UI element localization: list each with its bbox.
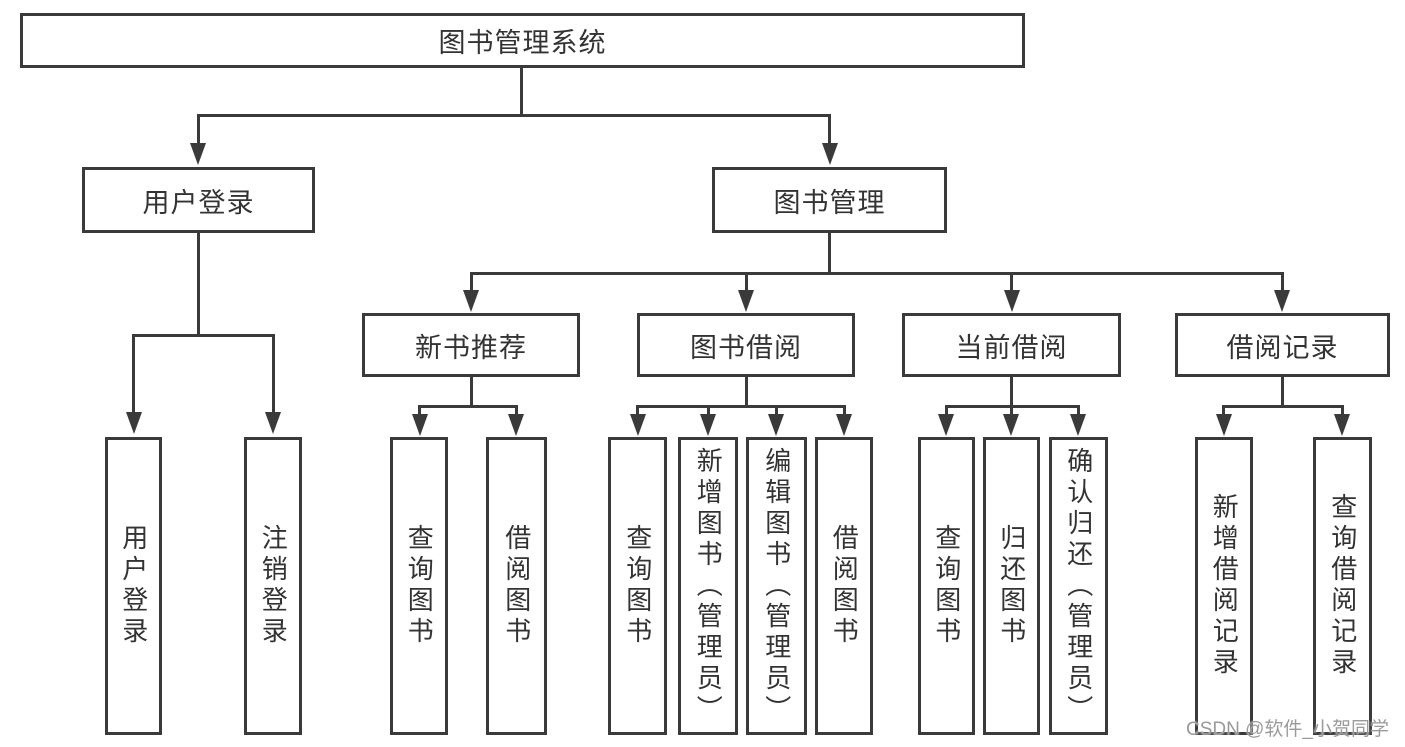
node-label: 查询借阅记录 xyxy=(1327,493,1358,679)
node-label: 注销登录 xyxy=(258,524,289,648)
node-user-login: 用户登录 xyxy=(82,167,315,233)
arrow-down-icon xyxy=(190,143,206,165)
connector-line-vertical xyxy=(520,68,523,116)
leaf-query-books: 查询图书 xyxy=(390,437,448,735)
arrow-shaft xyxy=(828,114,831,145)
arrow-shaft xyxy=(272,334,275,414)
arrow-down-icon xyxy=(463,290,479,312)
arrow-shaft xyxy=(775,405,778,416)
connector-line-horizontal xyxy=(1222,405,1343,408)
arrow-shaft xyxy=(745,272,748,292)
node-label: 用户登录 xyxy=(142,187,255,218)
arrow-shaft xyxy=(1010,405,1013,416)
node-label: 新增借阅记录 xyxy=(1209,493,1240,679)
leaf-add-books-admin: 新增图书（管理员） xyxy=(678,437,738,735)
arrow-down-icon xyxy=(412,414,428,436)
arrow-down-icon xyxy=(768,414,784,436)
node-book-borrowing: 图书借阅 xyxy=(637,313,855,377)
leaf-borrow-books: 借阅图书 xyxy=(486,437,547,735)
connector-line-horizontal xyxy=(470,272,1284,275)
leaf-query-books: 查询图书 xyxy=(918,437,975,735)
connector-line-horizontal xyxy=(197,114,831,117)
arrow-down-icon xyxy=(1004,290,1020,312)
node-book-management: 图书管理 xyxy=(712,167,947,233)
arrow-down-icon xyxy=(265,412,281,434)
leaf-query-books: 查询图书 xyxy=(608,437,667,735)
node-label: 图书借阅 xyxy=(690,332,802,363)
node-label: 用户登录 xyxy=(118,524,149,648)
watermark: CSDN @软件_小贺同学 xyxy=(1186,719,1389,740)
arrow-shaft xyxy=(945,405,948,416)
node-current-borrowing: 当前借阅 xyxy=(902,313,1121,377)
node-label: 借阅图书 xyxy=(829,524,860,648)
connector-line-horizontal xyxy=(418,405,518,408)
node-label: 查询图书 xyxy=(931,524,962,648)
arrow-shaft xyxy=(1010,272,1013,292)
arrow-down-icon xyxy=(1334,414,1350,436)
node-label: 编辑图书（管理员） xyxy=(761,446,792,726)
leaf-confirm-return-admin: 确认归还（管理员） xyxy=(1049,437,1108,735)
arrow-shaft xyxy=(707,405,710,416)
leaf-borrow-books: 借阅图书 xyxy=(815,437,873,735)
arrow-down-icon xyxy=(1216,414,1232,436)
connector-line-vertical xyxy=(197,232,200,336)
node-label: 查询图书 xyxy=(622,524,653,648)
node-label: 借阅记录 xyxy=(1226,332,1339,363)
node-label: 确认归还（管理员） xyxy=(1063,446,1094,726)
arrow-down-icon xyxy=(938,414,954,436)
arrow-shaft xyxy=(1222,405,1225,416)
arrow-down-icon xyxy=(822,143,838,165)
arrow-shaft xyxy=(515,405,518,416)
arrow-shaft xyxy=(1077,405,1080,416)
node-library-system-root: 图书管理系统 xyxy=(20,13,1025,68)
connector-line-vertical xyxy=(745,377,748,406)
arrow-down-icon xyxy=(508,414,524,436)
arrow-shaft xyxy=(1281,272,1284,292)
connector-line-horizontal xyxy=(636,405,846,408)
arrow-shaft xyxy=(132,334,135,414)
node-new-book-recommendation: 新书推荐 xyxy=(362,313,580,377)
arrow-shaft xyxy=(418,405,421,416)
arrow-shaft xyxy=(636,405,639,416)
arrow-shaft xyxy=(197,114,200,145)
arrow-down-icon xyxy=(738,290,754,312)
node-label: 图书管理 xyxy=(773,187,886,218)
arrow-down-icon xyxy=(126,412,142,434)
leaf-return-books: 归还图书 xyxy=(983,437,1040,735)
connector-line-horizontal xyxy=(132,334,275,337)
arrow-down-icon xyxy=(836,414,852,436)
arrow-shaft xyxy=(470,272,473,292)
node-label: 归还图书 xyxy=(996,524,1027,648)
connector-line-vertical xyxy=(1281,377,1284,406)
arrow-down-icon xyxy=(1003,414,1019,436)
arrow-down-icon xyxy=(630,414,646,436)
node-label: 借阅图书 xyxy=(501,524,532,648)
node-label: 新书推荐 xyxy=(415,332,527,363)
connector-line-vertical xyxy=(828,233,831,275)
arrow-down-icon xyxy=(700,414,716,436)
node-label: 查询图书 xyxy=(404,524,435,648)
connector-line-vertical xyxy=(1010,377,1013,406)
arrow-down-icon xyxy=(1070,414,1086,436)
leaf-edit-books-admin: 编辑图书（管理员） xyxy=(746,437,807,735)
leaf-query-borrow-record: 查询借阅记录 xyxy=(1313,437,1372,735)
node-borrowing-records: 借阅记录 xyxy=(1175,313,1390,377)
leaf-logout: 注销登录 xyxy=(244,437,302,735)
node-label: 图书管理系统 xyxy=(438,28,607,58)
connector-line-vertical xyxy=(470,377,473,406)
arrow-shaft xyxy=(843,405,846,416)
arrow-shaft xyxy=(1341,405,1344,416)
node-label: 新增图书（管理员） xyxy=(693,446,724,726)
leaf-add-borrow-record: 新增借阅记录 xyxy=(1195,437,1253,735)
node-label: 当前借阅 xyxy=(955,332,1068,363)
arrow-down-icon xyxy=(1274,290,1290,312)
leaf-user-login: 用户登录 xyxy=(105,437,162,735)
